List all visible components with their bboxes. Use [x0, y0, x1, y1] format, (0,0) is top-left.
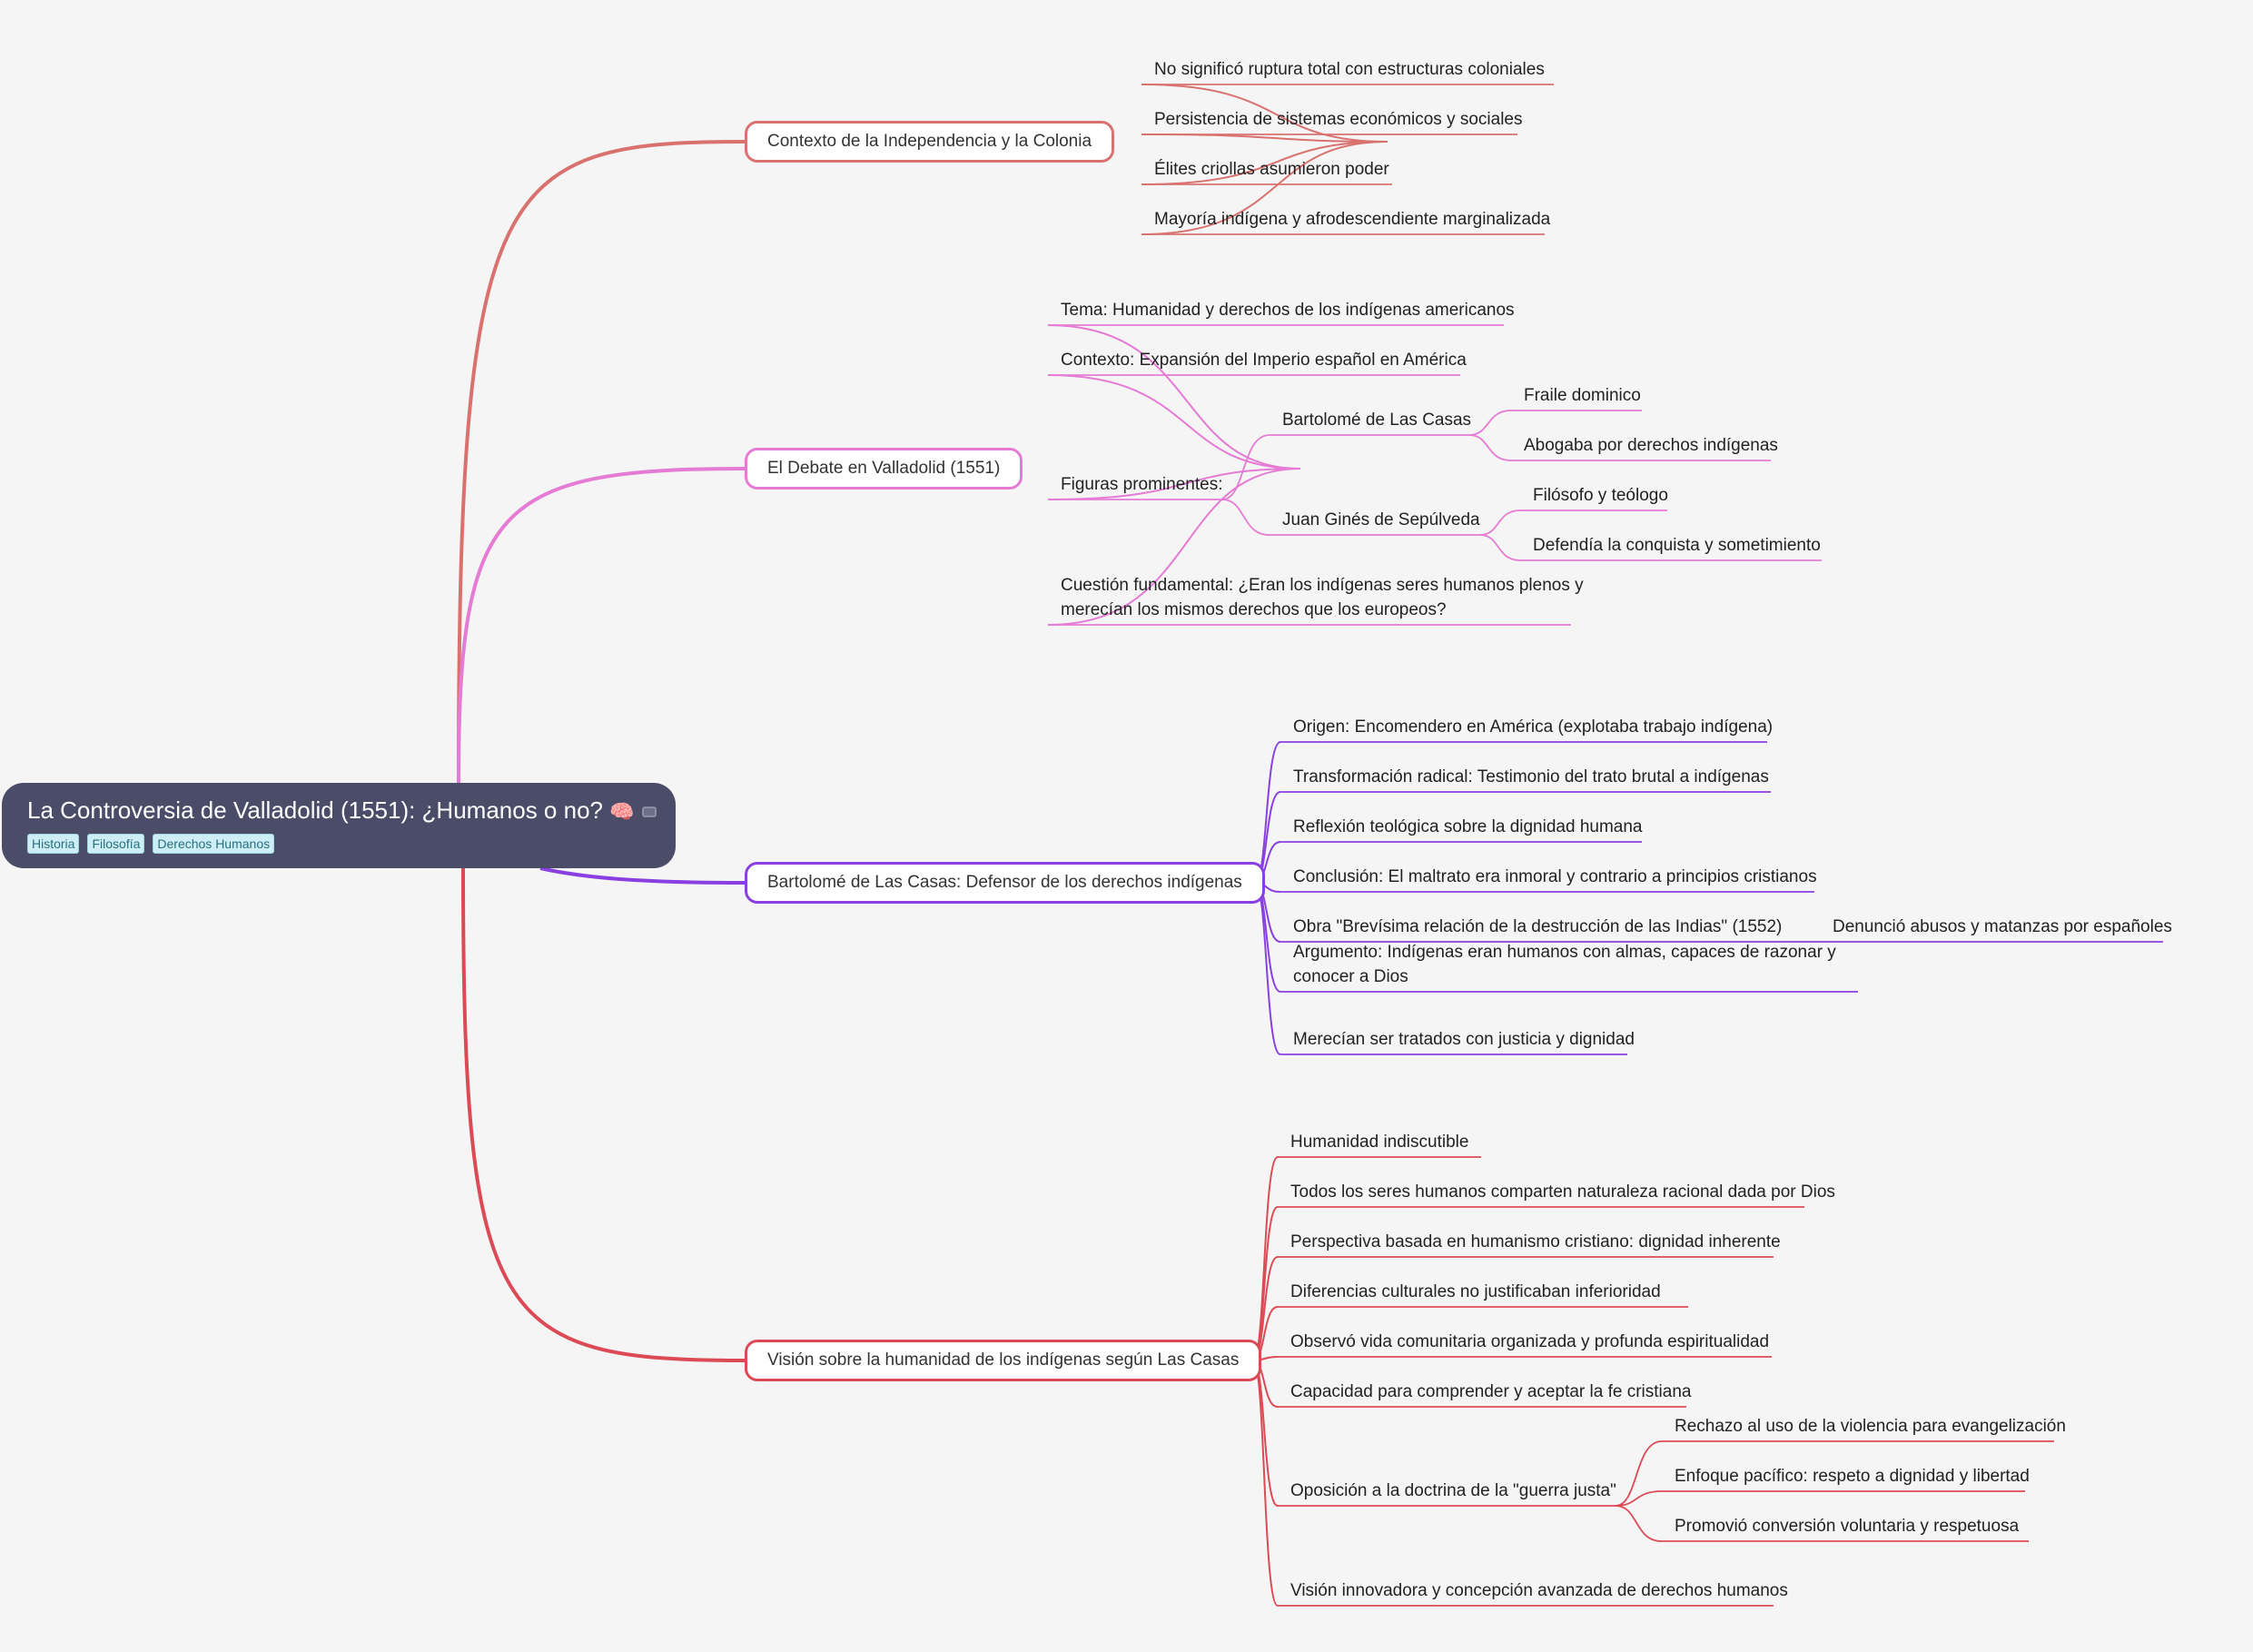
node-elites-criollas-asumieron-poder[interactable]: Élites criollas asumieron poder [1154, 160, 1389, 179]
branch-bartolome-de-las-casas-defensor-de-los-d[interactable]: Bartolomé de Las Casas: Defensor de los … [745, 862, 1265, 904]
node-tema-humanidad-y-derechos-de-los-indigen[interactable]: Tema: Humanidad y derechos de los indíge… [1061, 301, 1515, 320]
root-link-1 [457, 467, 746, 784]
node-persistencia-de-sistemas-economicos-y-so[interactable]: Persistencia de sistemas económicos y so… [1154, 110, 1523, 129]
link-1-2 [1047, 468, 1301, 500]
node-no-significo-ruptura-total-con-estructur[interactable]: No significó ruptura total con estructur… [1154, 60, 1545, 79]
tag-derechos-humanos[interactable]: Derechos Humanos [153, 834, 275, 854]
root-tags: Historia Filosofía Derechos Humanos [27, 834, 650, 854]
link-0-2 [1141, 141, 1388, 185]
node-observo-vida-comunitaria-organizada-y-pr[interactable]: Observó vida comunitaria organizada y pr… [1290, 1332, 1770, 1351]
node-capacidad-para-comprender-y-aceptar-la-f[interactable]: Capacidad para comprender y aceptar la f… [1290, 1382, 1692, 1401]
node-juan-gines-de-sepulveda[interactable]: Juan Ginés de Sepúlveda [1282, 510, 1480, 529]
link-1-1 [1047, 374, 1301, 470]
sublink-3-6-1 [1615, 1490, 1663, 1507]
branch-el-debate-en-valladolid-1551[interactable]: El Debate en Valladolid (1551) [745, 448, 1023, 490]
node-perspectiva-basada-en-humanismo-cristian[interactable]: Perspectiva basada en humanismo cristian… [1290, 1232, 1781, 1251]
node-conclusion-el-maltrato-era-inmoral-y-con[interactable]: Conclusión: El maltrato era inmoral y co… [1293, 867, 1817, 886]
root-link-0 [457, 140, 746, 784]
node-fraile-dominico[interactable]: Fraile dominico [1524, 386, 1641, 405]
node-denuncio-abusos-y-matanzas-por-espanoles[interactable]: Denunció abusos y matanzas por españoles [1833, 917, 2172, 936]
node-abogaba-por-derechos-indigenas[interactable]: Abogaba por derechos indígenas [1524, 436, 1778, 455]
node-filosofo-y-teologo[interactable]: Filósofo y teólogo [1533, 486, 1668, 505]
sublink2-1-2-1-1 [1479, 534, 1521, 561]
node-defendia-la-conquista-y-sometimiento[interactable]: Defendía la conquista y sometimiento [1533, 536, 1821, 555]
node-todos-los-seres-humanos-comparten-natura[interactable]: Todos los seres humanos comparten natura… [1290, 1182, 1835, 1202]
root-link-3 [461, 867, 746, 1362]
branch-contexto-de-la-independencia-y-la-coloni[interactable]: Contexto de la Independencia y la Coloni… [745, 121, 1115, 163]
link-2-6 [1254, 882, 1281, 1055]
node-mayoria-indigena-y-afrodescendiente-marg[interactable]: Mayoría indígena y afrodescendiente marg… [1154, 210, 1551, 229]
scroll-icon [642, 806, 657, 817]
node-cuestion-fundamental-eran-los-indigenas-[interactable]: Cuestión fundamental: ¿Eran los indígena… [1061, 576, 1584, 619]
node-origen-encomendero-en-america-explotaba-[interactable]: Origen: Encomendero en América (explotab… [1293, 717, 1774, 737]
sublink2-1-2-0-1 [1468, 434, 1512, 461]
brain-icon: 🧠 [609, 800, 635, 823]
link-0-1 [1141, 134, 1388, 143]
node-bartolome-de-las-casas[interactable]: Bartolomé de Las Casas [1282, 411, 1472, 430]
sublink2-1-2-0-0 [1468, 410, 1512, 436]
node-transformacion-radical-testimonio-del-tr[interactable]: Transformación radical: Testimonio del t… [1293, 767, 1769, 786]
node-argumento-indigenas-eran-humanos-con-alm[interactable]: Argumento: Indígenas eran humanos con al… [1293, 943, 1836, 986]
sublink-3-6-0 [1615, 1440, 1663, 1507]
branch-vision-sobre-la-humanidad-de-los-indigen[interactable]: Visión sobre la humanidad de los indígen… [745, 1340, 1262, 1381]
node-figuras-prominentes[interactable]: Figuras prominentes: [1061, 475, 1223, 494]
tag-filosofia[interactable]: Filosofía [87, 834, 145, 854]
link-1-3 [1047, 468, 1301, 626]
node-contexto-expansion-del-imperio-espanol-e[interactable]: Contexto: Expansión del Imperio español … [1061, 351, 1467, 370]
link-3-7 [1252, 1360, 1279, 1607]
node-merecian-ser-tratados-con-justicia-y-dig[interactable]: Merecían ser tratados con justicia y dig… [1293, 1030, 1635, 1049]
node-enfoque-pacifico-respeto-a-dignidad-y-li[interactable]: Enfoque pacífico: respeto a dignidad y l… [1675, 1467, 2030, 1486]
link-0-0 [1141, 84, 1388, 143]
root-topic[interactable]: La Controversia de Valladolid (1551): ¿H… [2, 783, 676, 868]
node-oposicion-a-la-doctrina-de-la-guerra-jus[interactable]: Oposición a la doctrina de la "guerra ju… [1290, 1481, 1616, 1500]
sublink-3-6-2 [1615, 1505, 1663, 1542]
node-promovio-conversion-voluntaria-y-respetu[interactable]: Promovió conversión voluntaria y respetu… [1675, 1517, 2020, 1536]
link-1-0 [1047, 324, 1301, 470]
sublink-1-2-1 [1221, 499, 1270, 536]
node-obra-brevisima-relacion-de-la-destruccio[interactable]: Obra "Brevísima relación de la destrucci… [1293, 917, 1783, 936]
node-diferencias-culturales-no-justificaban-i[interactable]: Diferencias culturales no justificaban i… [1290, 1282, 1661, 1301]
node-reflexion-teologica-sobre-la-dignidad-hu[interactable]: Reflexión teológica sobre la dignidad hu… [1293, 817, 1643, 836]
root-title: La Controversia de Valladolid (1551): ¿H… [27, 796, 603, 824]
sublink-1-2-0 [1221, 434, 1270, 500]
sublink2-1-2-1-0 [1479, 509, 1521, 536]
link-0-3 [1141, 141, 1388, 235]
root-link-2 [539, 866, 746, 885]
node-vision-innovadora-y-concepcion-avanzada-[interactable]: Visión innovadora y concepción avanzada … [1290, 1581, 1788, 1600]
node-rechazo-al-uso-de-la-violencia-para-evan[interactable]: Rechazo al uso de la violencia para evan… [1675, 1417, 2066, 1436]
node-humanidad-indiscutible[interactable]: Humanidad indiscutible [1290, 1133, 1469, 1152]
tag-historia[interactable]: Historia [27, 834, 80, 854]
